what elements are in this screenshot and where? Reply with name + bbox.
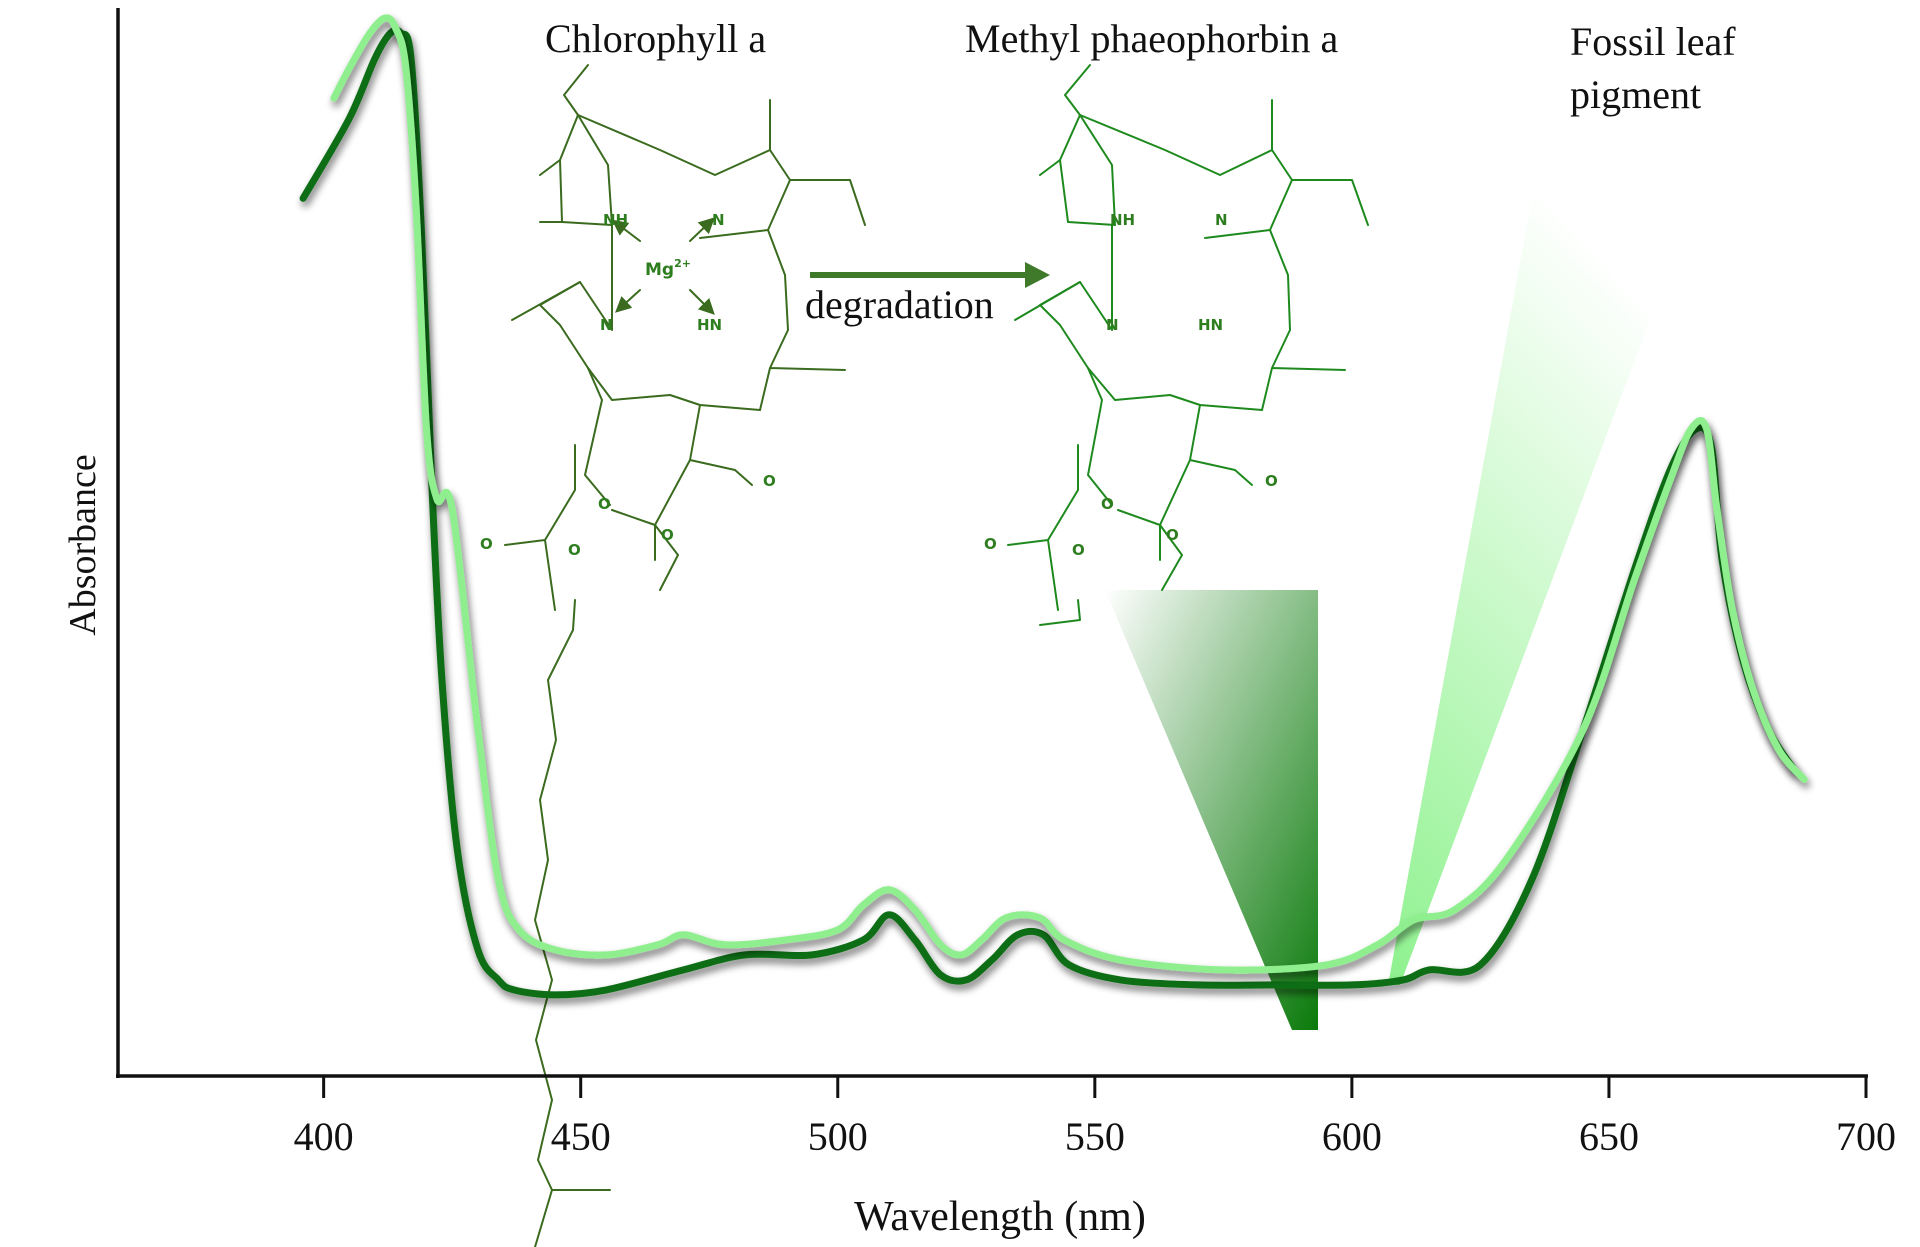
x-tick-label: 600 [1322, 1114, 1382, 1159]
atom-o: O [568, 541, 581, 559]
phaeophorbin-label: Methyl phaeophorbin a [965, 16, 1338, 61]
degradation-label: degradation [805, 282, 994, 327]
y-axis-label: Absorbance [62, 454, 104, 635]
x-ticks: 400 450 500 550 600 650 700 [294, 1076, 1896, 1159]
atom-o: O [480, 535, 493, 553]
atom-n: N [1106, 316, 1119, 334]
atom-n: N [1215, 211, 1228, 229]
atom-o: O [1101, 495, 1114, 513]
atom-o: O [1166, 526, 1179, 544]
x-tick-label: 400 [294, 1114, 354, 1159]
x-tick-label: 450 [551, 1114, 611, 1159]
atom-n: N [600, 316, 613, 334]
atom-o: O [984, 535, 997, 553]
atom-o: O [661, 526, 674, 544]
atom-hn: HN [697, 316, 722, 334]
atom-n: N [712, 211, 725, 229]
atom-o: O [1072, 541, 1085, 559]
x-tick-label: 500 [808, 1114, 868, 1159]
x-tick-label: 650 [1579, 1114, 1639, 1159]
phaeophorbin-atom-labels: NH N N HN O O O O O [984, 211, 1278, 559]
atom-nh: NH [603, 211, 628, 229]
dark-green-light-beam [1105, 590, 1318, 1030]
atom-o: O [763, 472, 776, 490]
mg-charge: 2+ [674, 257, 691, 270]
chlorophyll-a-structure [504, 64, 866, 1247]
light-green-light-beam [1388, 165, 1708, 985]
x-axis-label: Wavelength (nm) [854, 1194, 1146, 1240]
atom-o: O [598, 495, 611, 513]
x-tick-label: 700 [1836, 1114, 1896, 1159]
methyl-phaeophorbin-a-structure [1007, 64, 1369, 626]
atom-hn: HN [1198, 316, 1223, 334]
x-tick-label: 550 [1065, 1114, 1125, 1159]
fossil-label-line2: pigment [1570, 72, 1701, 117]
atom-mg: Mg2+ [645, 257, 691, 280]
fossil-label-line1: Fossil leaf [1570, 19, 1736, 64]
chlorophyll-label: Chlorophyll a [545, 16, 766, 61]
chlorophyll-atom-labels: NH N N HN Mg2+ O O O O O [480, 211, 776, 559]
series-line-2 [330, 14, 1808, 974]
atom-nh: NH [1110, 211, 1135, 229]
degradation-arrowhead [1025, 262, 1050, 288]
atom-o: O [1265, 472, 1278, 490]
series-layer [299, 14, 1808, 999]
